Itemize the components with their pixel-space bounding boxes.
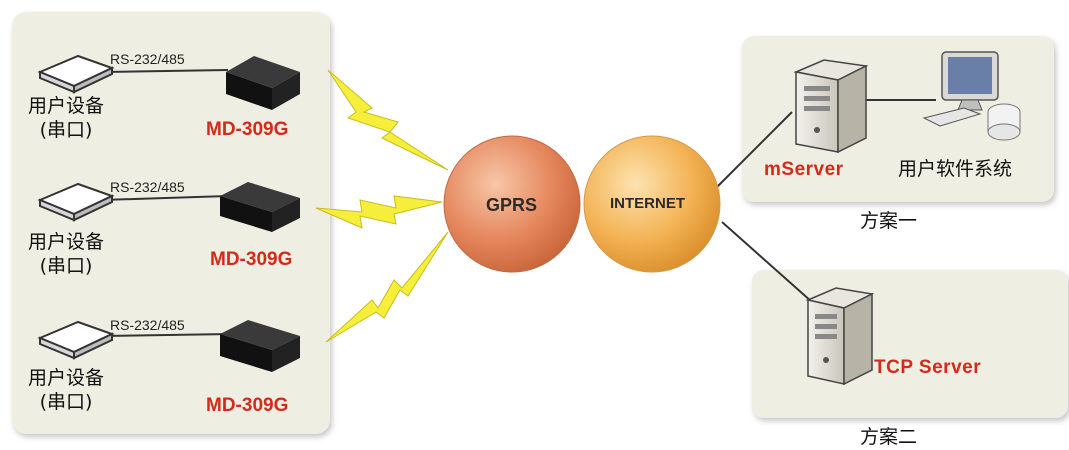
- user-device-label: 用户设备 (串口): [18, 230, 114, 278]
- scheme1-caption: 方案一: [860, 210, 918, 232]
- user-device-icon: [37, 54, 115, 94]
- internet-to-mserver-line: [715, 111, 793, 189]
- device-row-1: [37, 54, 449, 171]
- rs232-label: RS-232/485: [110, 317, 185, 333]
- md309g-modem-icon: [220, 320, 300, 372]
- tcpserver-tower-icon: [805, 287, 875, 386]
- device-row-2: [37, 182, 443, 232]
- rs232-label: RS-232/485: [110, 179, 185, 195]
- user-device-name: 用户设备: [27, 231, 104, 253]
- md309g-modem-icon: [226, 56, 300, 110]
- scheme2-caption: 方案二: [860, 426, 918, 448]
- internet-globe: [583, 135, 721, 273]
- scheme2-panel: [752, 270, 1068, 418]
- user-device-label: 用户设备 (串口): [18, 94, 114, 142]
- user-device-name: 用户设备: [27, 367, 104, 389]
- modem-model-label: MD-309G: [206, 119, 289, 140]
- user-device-name: 用户设备: [27, 95, 104, 117]
- serial-port-label: (串口): [39, 255, 93, 277]
- user-device-icon: [37, 320, 115, 360]
- internet-to-tcpserver-line: [721, 221, 813, 303]
- lightning-icon: [325, 231, 449, 343]
- mserver-label: mServer: [764, 159, 844, 180]
- modem-model-label: MD-309G: [210, 249, 293, 270]
- internet-label: INTERNET: [610, 195, 685, 212]
- rs232-cable: [101, 195, 229, 201]
- rs232-cable: [101, 333, 233, 337]
- gprs-label: GPRS: [486, 195, 538, 215]
- tcpserver-label: TCP Server: [874, 357, 982, 378]
- user-software-label: 用户软件系统: [898, 158, 1013, 180]
- user-device-label: 用户设备 (串口): [18, 366, 114, 414]
- serial-port-label: (串口): [39, 119, 93, 141]
- pc-workstation-icon: [922, 51, 1021, 141]
- device-row-3: [37, 231, 449, 372]
- lightning-icon: [327, 69, 449, 171]
- rs232-label: RS-232/485: [110, 51, 185, 67]
- lightning-icon: [315, 195, 443, 229]
- md309g-modem-icon: [220, 182, 300, 232]
- modem-model-label: MD-309G: [206, 395, 289, 416]
- serial-port-label: (串口): [39, 391, 93, 413]
- user-device-icon: [37, 182, 115, 222]
- rs232-cable: [101, 69, 229, 73]
- gprs-globe: [443, 135, 581, 273]
- mserver-tower-icon: [793, 59, 869, 154]
